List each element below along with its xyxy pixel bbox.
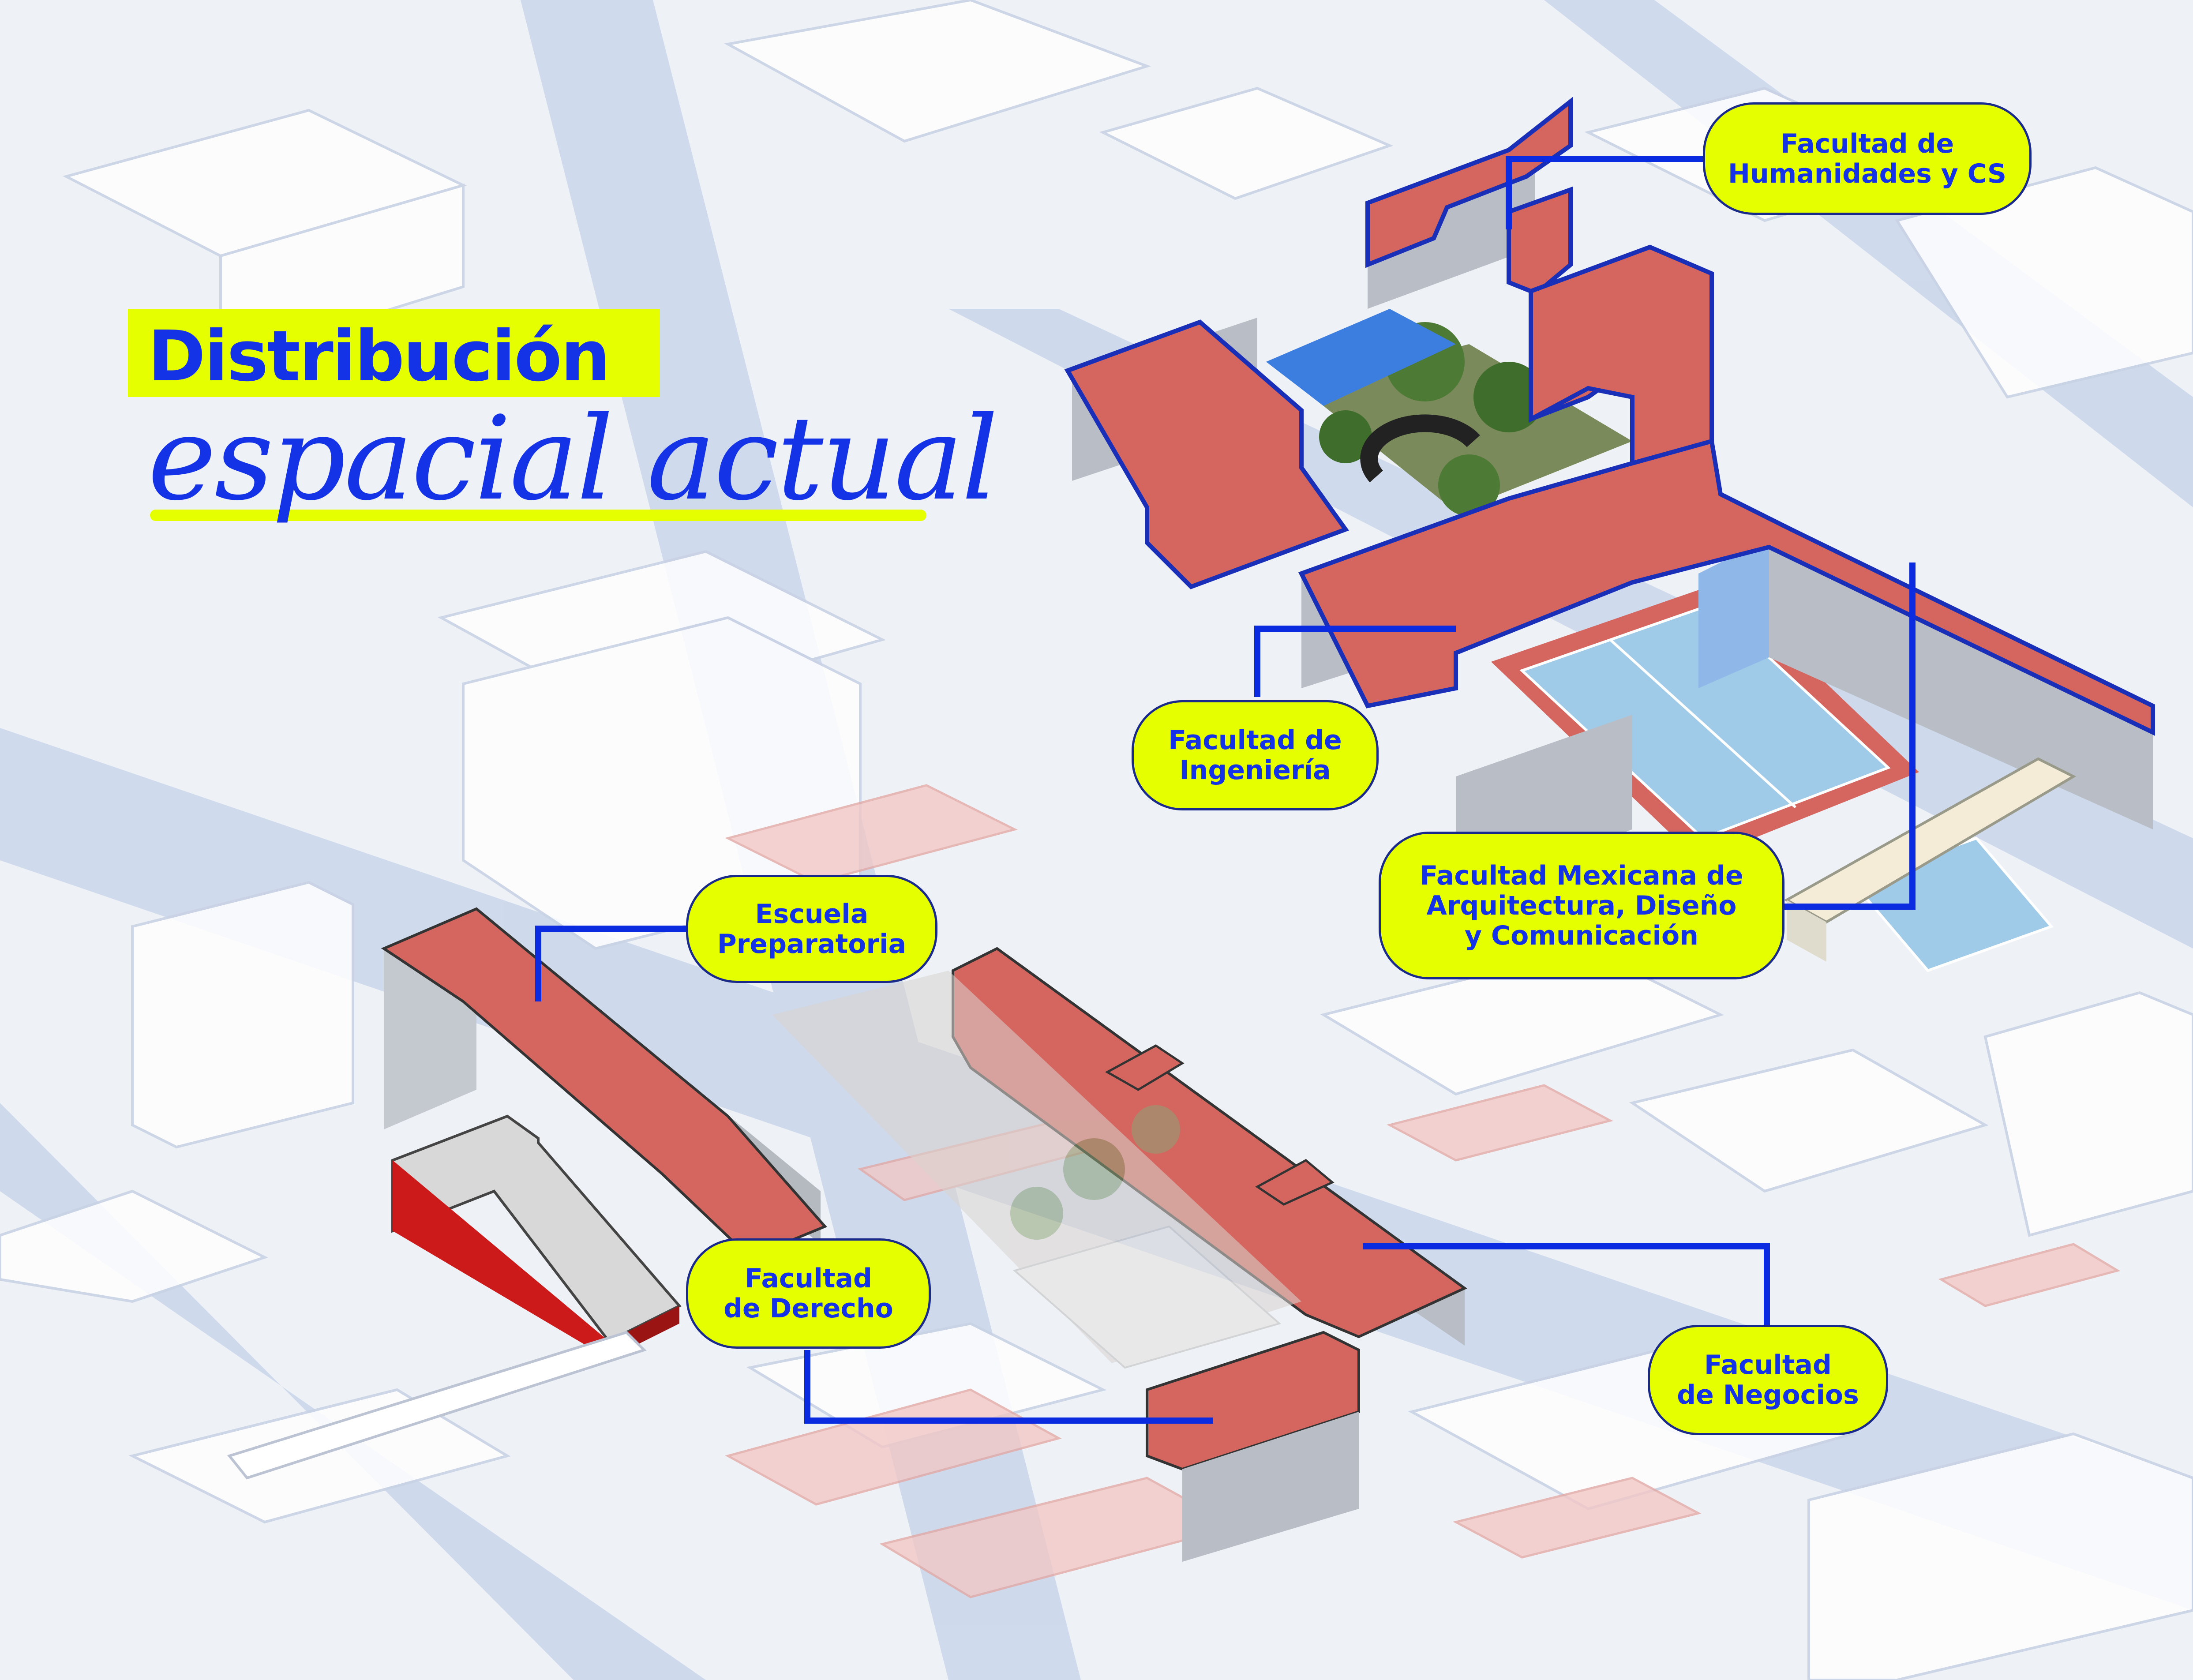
label-derecho-line1: Facultad [745,1263,872,1294]
preparatoria-building [381,907,828,1259]
label-derecho[interactable]: Facultad de Derecho [686,1238,931,1349]
label-arquitectura[interactable]: Facultad Mexicana de Arquitectura, Diseñ… [1379,832,1784,979]
derecho-side-building [391,1114,682,1359]
connector-preparatoria [535,926,688,1001]
label-arquitectura-line3: y Comunicación [1465,920,1698,951]
connector-arquitectura [1782,562,1916,910]
label-arquitectura-line2: Arquitectura, Diseño [1426,890,1737,921]
title-line-2: espacial actual [148,391,998,526]
label-ingenieria[interactable]: Facultad de Ingeniería [1132,700,1379,810]
label-humanidades-line1: Facultad de [1780,128,1954,159]
label-humanidades[interactable]: Facultad de Humanidades y CS [1703,102,2032,215]
label-ingenieria-line2: Ingeniería [1179,755,1331,786]
connector-derecho [804,1350,1213,1424]
label-negocios-line1: Facultad [1704,1350,1832,1380]
central-plaza [772,971,1301,1369]
title-highlight [128,309,660,397]
label-arquitectura-line1: Facultad Mexicana de [1420,860,1743,891]
connector-humanidades [1506,156,1707,229]
title-line-1: Distribución [148,316,610,397]
skybridge [227,1331,647,1480]
label-negocios-line2: de Negocios [1677,1380,1859,1410]
label-preparatoria[interactable]: Escuela Preparatoria [686,875,937,983]
connector-ingenieria [1254,626,1456,697]
courtyard [1266,309,1632,516]
label-preparatoria-line1: Escuela [755,898,869,930]
negocios-building [952,947,1467,1562]
page-title: Distribución espacial actual [128,309,998,556]
label-connectors [535,156,1916,1424]
sports-courts [1491,582,2054,972]
title-underline [150,510,926,521]
label-preparatoria-line2: Preparatoria [717,928,907,960]
label-negocios[interactable]: Facultad de Negocios [1648,1325,1888,1435]
label-ingenieria-line1: Facultad de [1168,725,1342,756]
main-building-cluster [1064,97,2155,962]
label-derecho-line2: de Derecho [724,1293,893,1324]
connector-negocios [1363,1243,1770,1328]
label-humanidades-line2: Humanidades y CS [1728,158,2007,189]
